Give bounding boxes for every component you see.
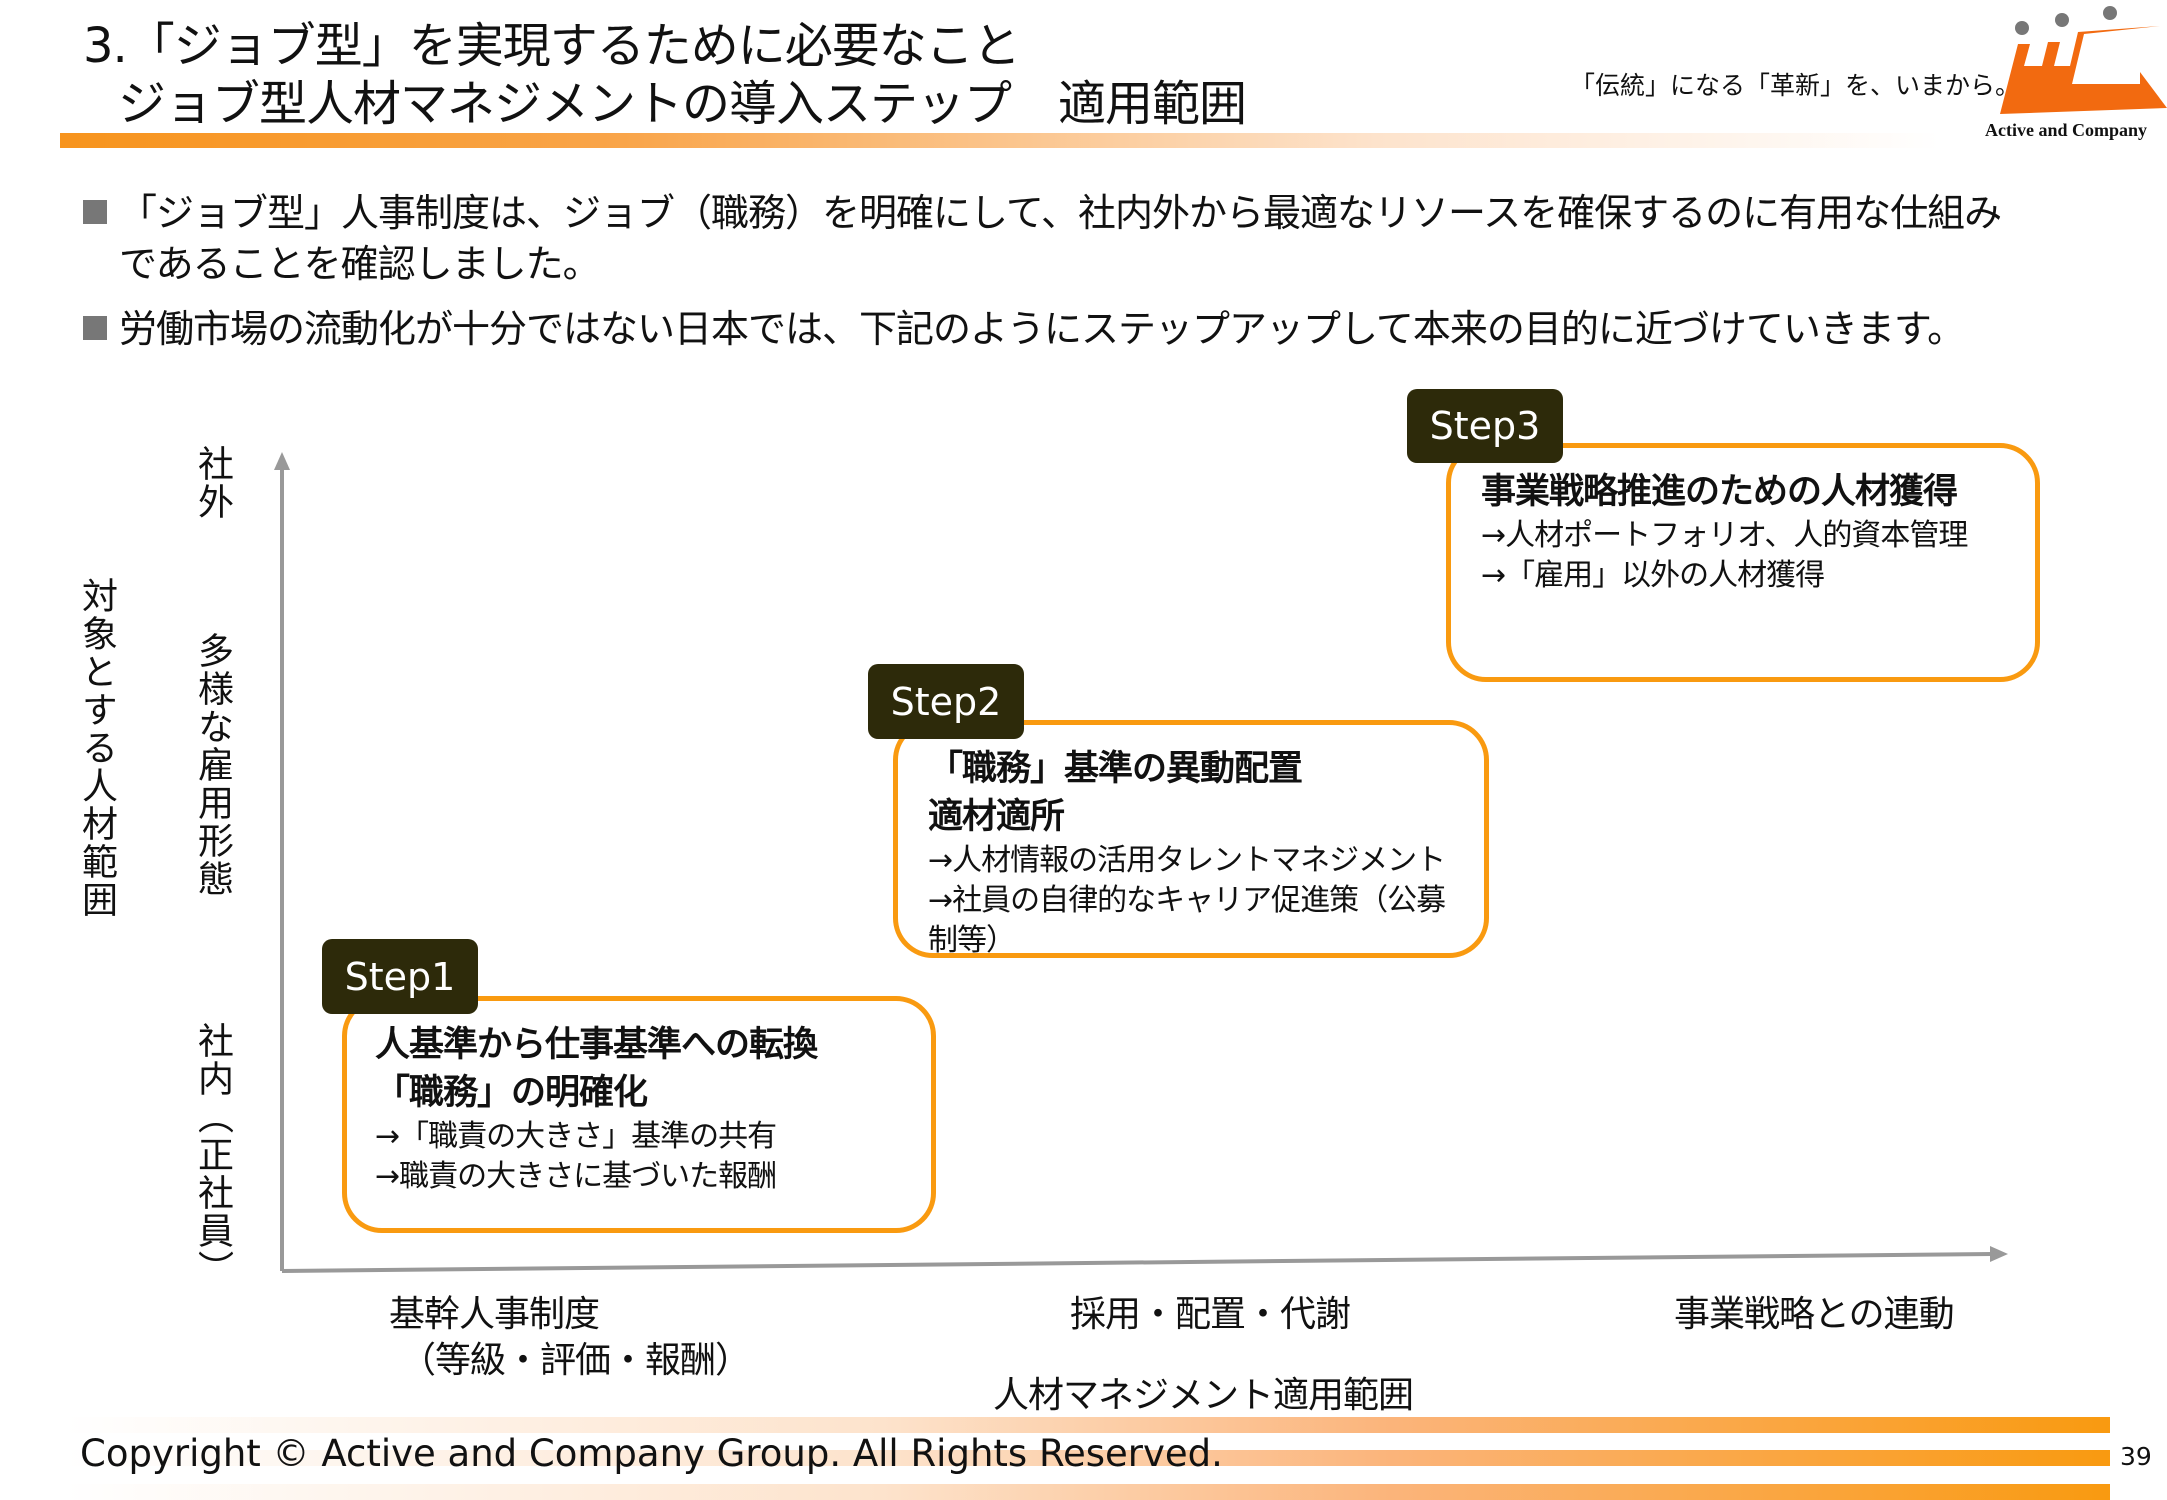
page-number: 39 <box>2120 1442 2152 1471</box>
footer-stripe <box>65 1450 2110 1466</box>
y-level-diverse: 多様な雇用形態 <box>192 632 233 898</box>
step3-title: 事業戦略推進のための人材獲得 <box>1481 472 1958 512</box>
step3-line: →「雇用」以外の人材獲得 <box>1481 558 1825 593</box>
copyright: Copyright © Active and Company Group. Al… <box>80 1432 1223 1475</box>
step2-line: →人材情報の活用タレントマネジメント <box>928 843 1446 878</box>
page-title: 3.「ジョブ型」を実現するために必要なこと <box>83 18 1021 74</box>
tagline: 「伝統」になる「革新」を、いまから。 <box>1570 71 2021 100</box>
x-axis-arrow-icon <box>1990 1246 2008 1262</box>
step3-line: →人材ポートフォリオ、人的資本管理 <box>1481 518 1968 553</box>
x-level-core-hr-detail: （等級・評価・報酬） <box>400 1340 751 1381</box>
step2-tag: Step2 <box>868 664 1024 739</box>
footer-stripe <box>65 1417 2110 1433</box>
brand-name: Active and Company <box>1985 120 2148 140</box>
y-axis-title: 対象とする人材範囲 <box>76 577 117 919</box>
y-level-internal: 社内（正社員） <box>192 1022 233 1288</box>
step1-line: →「職責の大きさ」基準の共有 <box>375 1119 777 1154</box>
bullet-text: 「ジョブ型」人事制度は、ジョブ（職務）を明確にして、社内外から最適なリソースを確… <box>119 191 2002 235</box>
footer-stripe <box>65 1484 2110 1500</box>
y-level-external: 社外 <box>192 445 233 521</box>
step1-subtitle: 「職務」の明確化 <box>375 1073 648 1113</box>
step2-box: 「職務」基準の異動配置 適材適所 →人材情報の活用タレントマネジメント →社員の… <box>893 720 1489 958</box>
bullet-square-icon <box>83 316 107 340</box>
step2-line: →社員の自律的なキャリア促進策（公募制等） <box>928 883 1446 958</box>
x-level-core-hr: 基幹人事制度 <box>389 1294 600 1335</box>
step1-box: 人基準から仕事基準への転換 「職務」の明確化 →「職責の大きさ」基準の共有 →職… <box>342 996 936 1233</box>
step1-line: →職責の大きさに基づいた報酬 <box>375 1159 777 1194</box>
step1-tag: Step1 <box>322 939 478 1014</box>
x-level-strategy: 事業戦略との連動 <box>1674 1294 1955 1335</box>
step2-title: 「職務」基準の異動配置 <box>928 749 1303 789</box>
bullet-text: 労働市場の流動化が十分ではない日本では、下記のようにステップアップして本来の目的… <box>119 307 1965 351</box>
company-logo-icon <box>2000 6 2167 114</box>
bullet-1: 「ジョブ型」人事制度は、ジョブ（職務）を明確にして、社内外から最適なリソースを確… <box>83 182 2002 237</box>
step3-box: 事業戦略推進のための人材獲得 →人材ポートフォリオ、人的資本管理 →「雇用」以外… <box>1446 443 2040 682</box>
y-axis-arrow-icon <box>274 452 290 470</box>
bullet-square-icon <box>83 200 107 224</box>
x-axis-line <box>281 1252 1993 1273</box>
x-axis-title: 人材マネジメント適用範囲 <box>993 1375 1414 1416</box>
bullet-2: 労働市場の流動化が十分ではない日本では、下記のようにステップアップして本来の目的… <box>83 298 1965 353</box>
header-bar <box>60 133 1940 148</box>
page-subtitle: ジョブ型人材マネジメントの導入ステップ 適用範囲 <box>118 76 1247 132</box>
step1-title: 人基準から仕事基準への転換 <box>375 1025 818 1065</box>
bullet-1-cont: であることを確認しました。 <box>119 242 601 286</box>
step3-tag: Step3 <box>1407 389 1563 463</box>
step2-subtitle: 適材適所 <box>928 797 1065 837</box>
x-level-hiring: 採用・配置・代謝 <box>1070 1294 1351 1335</box>
